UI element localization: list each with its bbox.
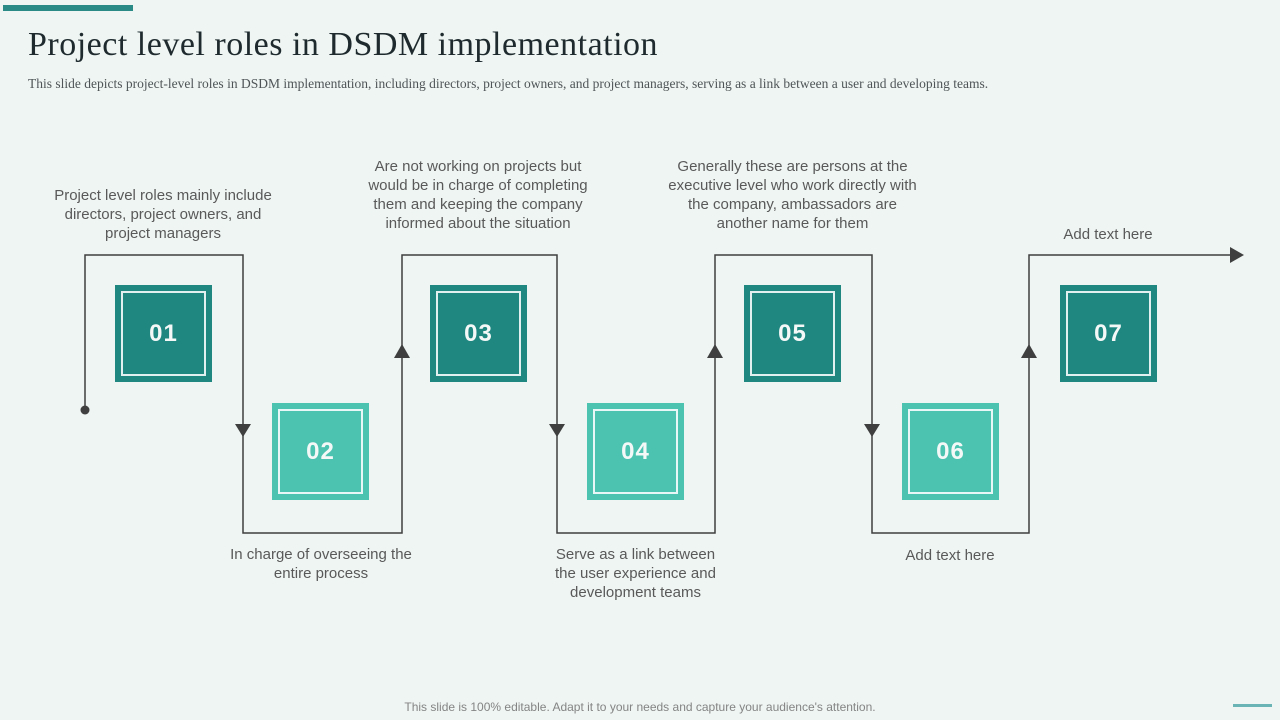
slide-header: Project level roles in DSDM implementati… (28, 26, 1228, 92)
step-number: 04 (621, 437, 650, 465)
step-box-03: 03 (430, 285, 527, 382)
arrow-down-icon (549, 424, 565, 437)
arrow-right-icon (1230, 247, 1244, 263)
step-description-01: Project level roles mainly include direc… (54, 187, 272, 242)
step-box-04: 04 (587, 403, 684, 500)
flow-line (84, 254, 1231, 534)
step-number: 07 (1094, 319, 1123, 347)
flow-start-dot (80, 405, 90, 415)
step-box-05: 05 (744, 285, 841, 382)
step-description-06: Add text here (905, 547, 995, 564)
arrow-up-icon (707, 344, 723, 358)
arrow-down-icon (864, 424, 880, 437)
arrow-up-icon (394, 344, 410, 358)
top-accent-bar (3, 5, 133, 11)
arrow-up-icon (1021, 344, 1037, 358)
step-box-07: 07 (1060, 285, 1157, 382)
step-description-04: Serve as a link between the user experie… (555, 546, 716, 601)
step-description-05: Generally these are persons at the execu… (668, 158, 917, 232)
step-description-07: Add text here (1063, 226, 1153, 243)
step-box-02: 02 (272, 403, 369, 500)
page-title: Project level roles in DSDM implementati… (28, 26, 659, 63)
step-description-02: In charge of overseeing the entire proce… (230, 546, 412, 582)
step-description-03: Are not working on projects but would be… (368, 158, 588, 232)
step-number: 03 (464, 319, 493, 347)
step-number: 05 (778, 319, 807, 347)
arrow-down-icon (235, 424, 251, 437)
step-number: 01 (149, 319, 178, 347)
step-number: 02 (306, 437, 335, 465)
slide-subtitle: This slide depicts project-level roles i… (28, 76, 989, 91)
bottom-accent-dash (1233, 704, 1272, 707)
step-box-06: 06 (902, 403, 999, 500)
step-number: 06 (936, 437, 965, 465)
footer-note: This slide is 100% editable. Adapt it to… (404, 700, 876, 714)
step-box-01: 01 (115, 285, 212, 382)
